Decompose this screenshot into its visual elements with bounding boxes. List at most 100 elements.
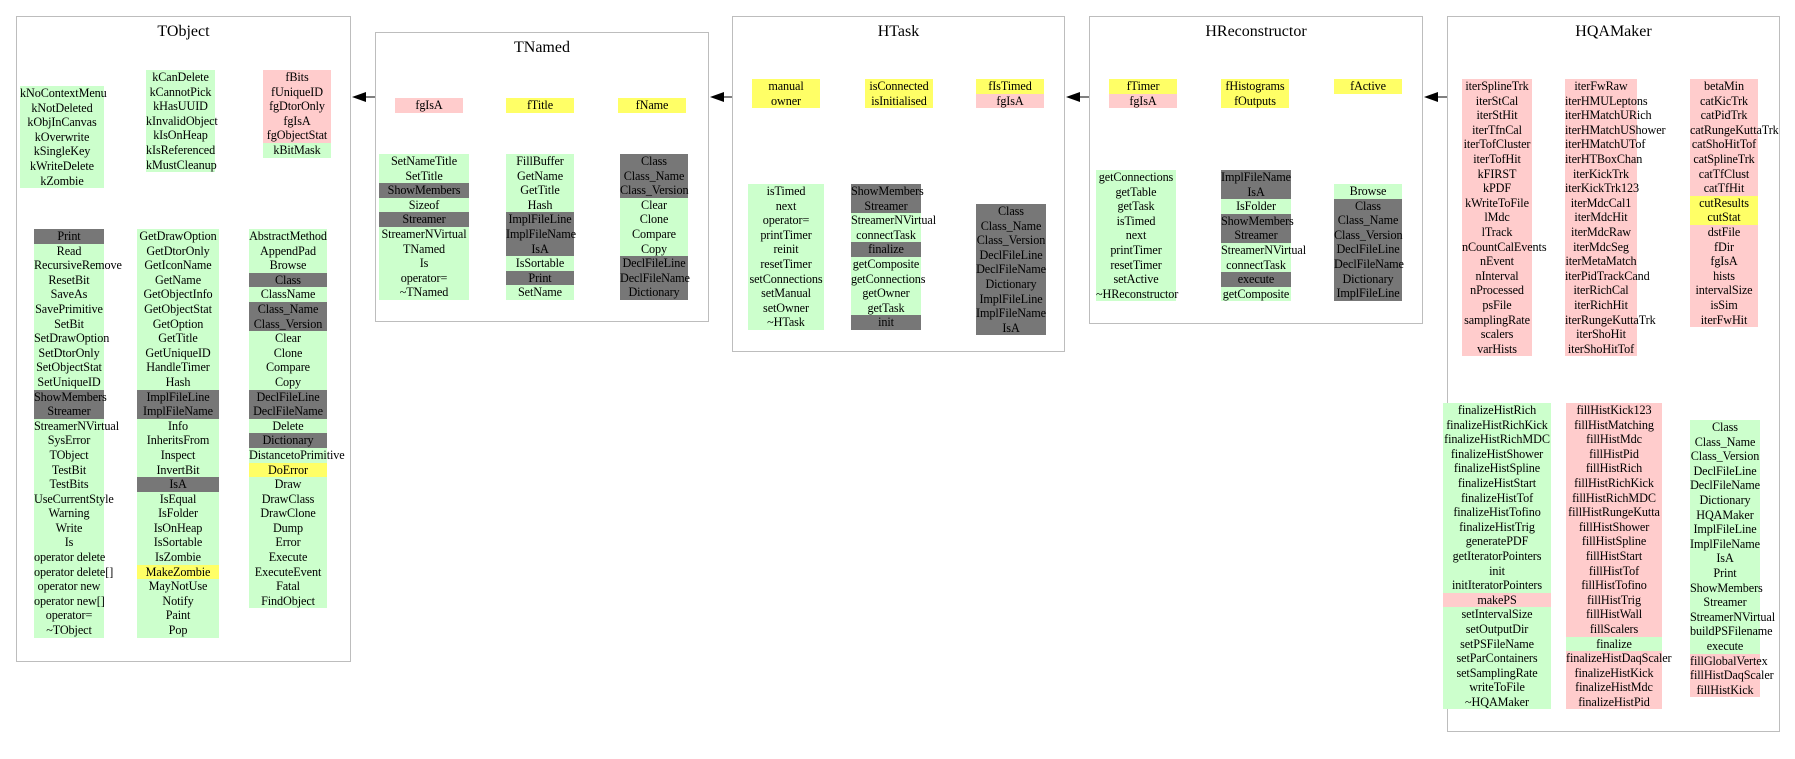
member-cell[interactable]: Streamer [851,198,921,214]
member-cell[interactable]: iterFwHit [1690,312,1758,328]
member-cell[interactable]: finalizeHistRichKick [1443,417,1551,433]
member-cell[interactable]: fillHistDaqScaler [1690,668,1774,683]
member-cell[interactable]: iterShoHitTof [1565,341,1637,357]
member-cell[interactable]: DeclFileLine [1690,463,1760,479]
member-cell[interactable]: Streamer [1690,595,1760,610]
member-cell[interactable]: operator new[] [34,593,105,609]
member-cell[interactable]: GetTitle [506,183,574,198]
member-cell[interactable]: ~TObject [34,623,104,638]
member-cell[interactable]: Streamer [34,404,104,419]
member-cell[interactable]: lMdc [1462,210,1532,225]
member-cell[interactable]: connectTask [851,227,921,243]
member-cell[interactable]: fillHistRichMDC [1566,490,1662,506]
member-cell[interactable]: iterKickTrk [1565,166,1637,182]
member-cell[interactable]: fillGlobalVertex [1690,653,1768,669]
member-cell[interactable]: IsA [1690,551,1760,566]
member-cell[interactable]: AbstractMethod [249,229,327,244]
member-cell[interactable]: ShowMembers [1690,580,1763,596]
member-cell[interactable]: operator= [379,270,469,286]
member-cell[interactable]: setManual [748,286,824,301]
member-cell[interactable]: IsA [506,241,574,257]
member-cell[interactable]: IsA [1221,184,1291,200]
member-cell[interactable]: finalizeHistKick [1566,665,1662,681]
member-cell[interactable]: finalizeHistTofino [1443,505,1551,520]
member-cell[interactable]: iterMdcHit [1565,210,1637,225]
member-cell[interactable]: DrawClone [249,506,327,521]
member-cell[interactable]: SetNameTitle [379,154,469,169]
member-cell[interactable]: fTitle [506,98,574,113]
member-cell[interactable]: getTable [1096,184,1176,200]
member-cell[interactable]: ResetBit [34,272,104,288]
member-cell[interactable]: Class [249,272,327,288]
member-cell[interactable]: generatePDF [1443,534,1551,549]
member-cell[interactable]: Browse [1334,184,1402,199]
member-cell[interactable]: Error [249,535,327,551]
member-cell[interactable]: resetTimer [1096,257,1176,273]
member-cell[interactable]: iterStCal [1462,93,1532,109]
member-cell[interactable]: Class_Version [1334,227,1403,243]
member-cell[interactable]: Class_Name [976,218,1046,234]
member-cell[interactable]: kObjInCanvas [20,115,104,130]
member-cell[interactable]: Inspect [137,447,219,463]
member-cell[interactable]: iterHTBoxChan [1565,151,1643,167]
member-cell[interactable]: DeclFileLine [976,247,1046,263]
member-cell[interactable]: reinit [748,242,824,257]
member-cell[interactable]: IsSortable [506,256,574,271]
member-cell[interactable]: TestBits [34,477,104,492]
member-cell[interactable]: StreamerNVirtual [34,418,119,434]
member-cell[interactable]: fActive [1334,79,1402,94]
member-cell[interactable]: kBitMask [263,142,331,158]
member-cell[interactable]: operator delete [34,550,106,565]
member-cell[interactable]: finalizeHistRichMDC [1443,432,1551,447]
member-cell[interactable]: SetDtorOnly [34,345,104,361]
member-cell[interactable]: ~HTask [748,315,824,330]
member-cell[interactable]: kSingleKey [20,144,104,159]
member-cell[interactable]: fgIsA [1690,254,1758,269]
member-cell[interactable]: finalize [851,242,921,257]
member-cell[interactable]: fillHistSpline [1566,534,1662,549]
member-cell[interactable]: betaMin [1690,79,1758,94]
member-cell[interactable]: getOwner [851,286,921,301]
member-cell[interactable]: fgIsA [976,93,1044,109]
member-cell[interactable]: SetDrawOption [34,331,110,346]
member-cell[interactable]: scalers [1462,327,1532,342]
member-cell[interactable]: iterRichHit [1565,297,1637,313]
member-cell[interactable]: DeclFileName [1334,256,1404,272]
member-cell[interactable]: catTfHit [1690,181,1758,196]
member-cell[interactable]: finalizeHistStart [1443,475,1551,491]
member-cell[interactable]: nCountCalEvents [1462,239,1547,255]
member-cell[interactable]: owner [752,93,820,109]
member-cell[interactable]: IsFolder [1221,199,1291,214]
member-cell[interactable]: SetTitle [379,168,469,184]
member-cell[interactable]: fBits [263,70,331,85]
member-cell[interactable]: kCannotPick [146,84,215,100]
member-cell[interactable]: finalizeHistRich [1443,403,1551,418]
member-cell[interactable]: finalizeHistDaqScaler [1566,651,1672,666]
member-cell[interactable]: fillHistMatching [1566,417,1662,433]
member-cell[interactable]: DeclFileLine [1334,242,1402,257]
member-cell[interactable]: getTask [851,300,921,316]
member-cell[interactable]: Browse [249,258,327,273]
member-cell[interactable]: Compare [249,360,327,375]
member-cell[interactable]: kInvalidObject [146,113,218,129]
member-cell[interactable]: setParContainers [1443,651,1551,666]
member-cell[interactable]: fDir [1690,239,1758,255]
member-cell[interactable]: DeclFileName [1690,478,1760,493]
member-cell[interactable]: Compare [620,226,688,242]
member-cell[interactable]: RecursiveRemove [34,258,122,273]
member-cell[interactable]: finalize [1566,636,1662,652]
member-cell[interactable]: fTimer [1109,79,1177,94]
member-cell[interactable]: setOwner [748,300,824,316]
member-cell[interactable]: kWriteToFile [1462,195,1532,211]
member-cell[interactable]: catTfClust [1690,166,1758,182]
member-cell[interactable]: Print [34,229,104,244]
member-cell[interactable]: intervalSize [1690,283,1758,298]
member-cell[interactable]: StreamerNVirtual [851,213,936,228]
member-cell[interactable]: Dump [249,520,327,536]
member-cell[interactable]: Draw [249,477,327,492]
member-cell[interactable]: iterTfnCal [1462,122,1532,138]
member-cell[interactable]: fillHistPid [1566,446,1662,462]
member-cell[interactable]: kWriteDelete [20,158,104,174]
member-cell[interactable]: StreamerNVirtual [1221,242,1306,258]
member-cell[interactable]: iterMdcRaw [1565,224,1637,240]
